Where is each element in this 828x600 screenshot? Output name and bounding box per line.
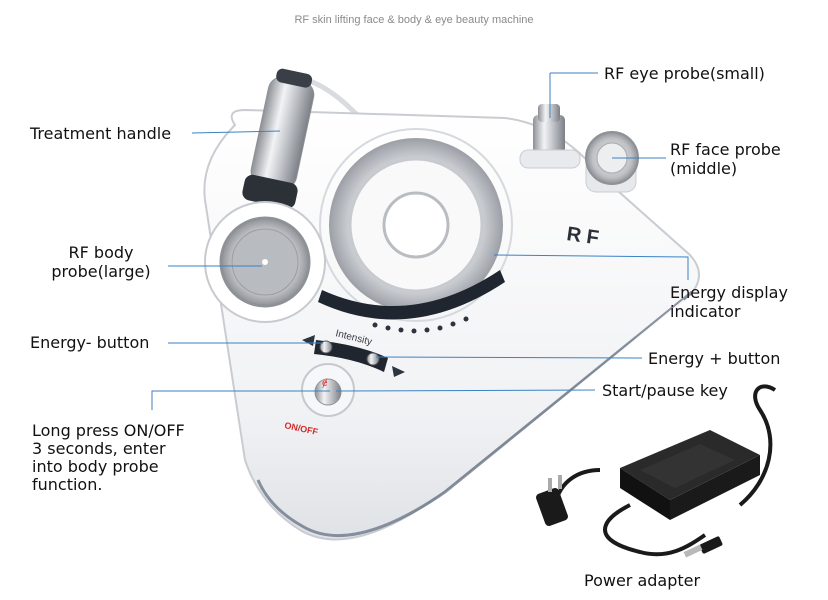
label-rf-eye-probe: RF eye probe(small) — [604, 64, 765, 83]
body-probe — [204, 201, 326, 323]
callout-energy-plus — [375, 356, 643, 359]
label-rf-body-probe-line2: probe(large) — [51, 262, 151, 281]
brand-mark: R F — [565, 223, 600, 249]
label-rf-face-probe-line2: (middle) — [670, 159, 738, 178]
callout-treatment-handle — [191, 130, 281, 134]
energy-display — [319, 128, 513, 322]
device-edge-strip — [256, 290, 693, 538]
label-treatment-handle: Treatment handle — [30, 124, 172, 143]
label-long-press-line2: 3 seconds, enter — [32, 439, 166, 458]
intensity-panel — [318, 270, 505, 320]
page-title: RF skin lifting face & body & eye beauty… — [294, 14, 534, 26]
label-rf-face-probe: RF face probe (middle) — [670, 140, 781, 178]
label-start-pause: Start/pause key — [602, 381, 728, 400]
label-power-adapter: Power adapter — [584, 571, 701, 590]
label-energy-plus: Energy + button — [648, 349, 781, 368]
label-long-press-line3: into body probe — [32, 457, 159, 476]
callout-lines — [151, 72, 689, 410]
label-rf-body-probe-line1: RF body — [68, 243, 134, 262]
callout-long-press — [151, 390, 330, 410]
start-pause-key: ɇ — [301, 363, 355, 417]
energy-buttons — [302, 335, 405, 377]
eye-probe — [519, 104, 581, 169]
label-rf-face-probe-line1: RF face probe — [670, 140, 781, 159]
label-energy-display-line2: indicator — [670, 302, 741, 321]
svg-text:ɇ: ɇ — [322, 378, 328, 389]
face-probe — [585, 131, 639, 193]
treatment-handle — [242, 68, 315, 209]
label-rf-body-probe: RF body probe(large) — [42, 243, 160, 281]
power-adapter — [536, 384, 777, 558]
label-long-press-line4: function. — [32, 475, 103, 494]
label-long-press: Long press ON/OFF 3 seconds, enter into … — [32, 422, 185, 494]
callout-start-pause — [335, 389, 596, 392]
callout-energy-display — [493, 254, 689, 280]
label-energy-display-line1: Energy display — [670, 283, 788, 302]
label-long-press-line1: Long press ON/OFF — [32, 421, 185, 440]
label-energy-minus: Energy- button — [30, 333, 150, 352]
intensity-dots — [372, 316, 469, 334]
label-energy-display: Energy display indicator — [670, 283, 788, 321]
